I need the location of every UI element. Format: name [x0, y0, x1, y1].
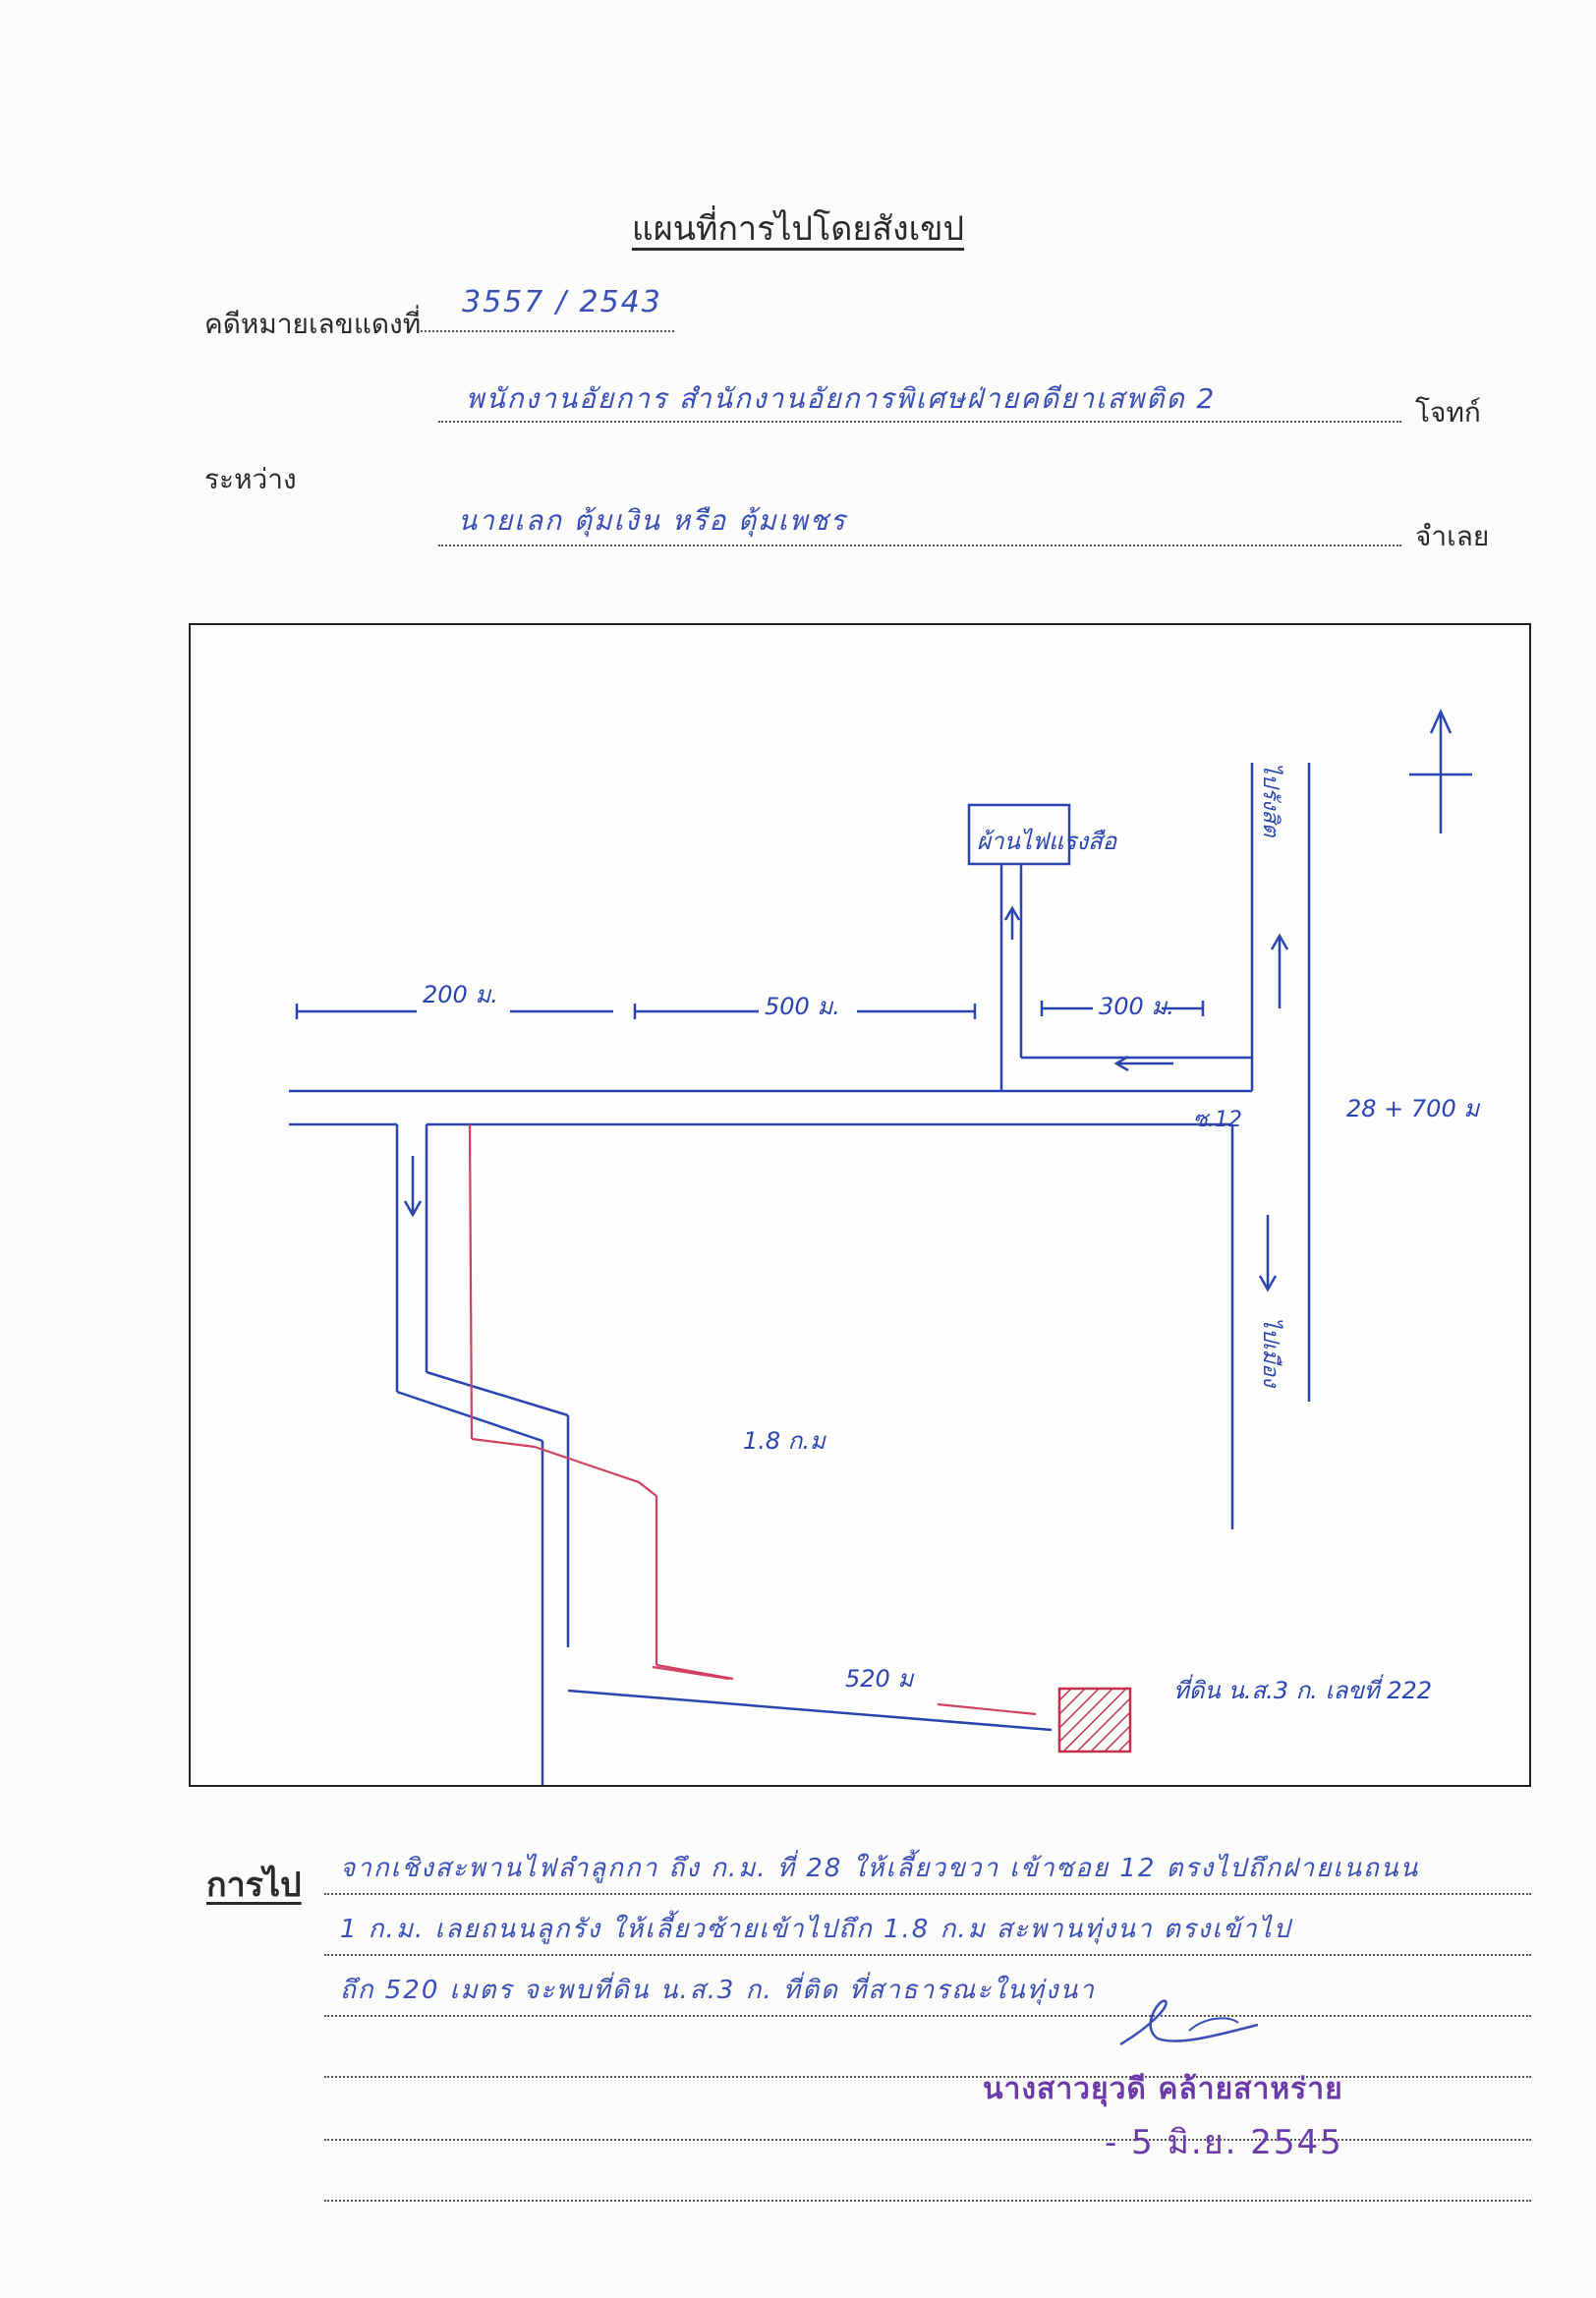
signature-mark — [1119, 1999, 1259, 2046]
dist-300-label: 300 ม. — [1099, 993, 1174, 1020]
directions-label: การไป — [206, 1866, 302, 1905]
target-parcel-hatch — [1058, 1688, 1131, 1752]
map-drawing: ผ้านไฟแรงสือ 200 ม. 500 ม. 300 ม. ซ.12 2… — [289, 708, 1480, 1785]
directions-line-1 — [324, 1866, 1531, 1895]
target-road — [567, 1689, 1053, 1732]
road-south-label: ไปเมือง — [1258, 1317, 1283, 1389]
directions-line-6 — [324, 2172, 1531, 2202]
dist-500-label: 500 ม. — [765, 993, 840, 1020]
plaintiff-label: โจทก์ — [1415, 396, 1481, 429]
directions-text-3: ถึก 520 เมตร จะพบที่ดิน น.ส.3 ก. ที่ติด … — [340, 1976, 1096, 2005]
case-number-line — [421, 295, 674, 332]
page-title: แผนที่การไปโดยสังเขป — [631, 209, 965, 249]
directions-text-2: 1 ก.ม. เลยถนนลูกรัง ให้เลี้ยวซ้ายเข้าไปถ… — [340, 1915, 1292, 1944]
signatory-name: นางสาวยุวดี คล้ายสาหร่าย — [983, 2072, 1343, 2106]
signature-date: - 5 มิ.ย. 2545 — [1105, 2123, 1343, 2162]
dist-1-8-label: 1.8 ก.ม — [743, 1427, 826, 1455]
directions-text-1: จากเชิงสะพานไฟลำลูกกา ถึง ก.ม. ที่ 28 ให… — [340, 1854, 1420, 1883]
directions-line-3 — [324, 1987, 1531, 2017]
dist-520-label: 520 ม — [845, 1665, 914, 1693]
landmark-box — [967, 803, 1071, 866]
map-frame: ผ้านไฟแรงสือ 200 ม. 500 ม. 300 ม. ซ.12 2… — [189, 623, 1531, 1787]
soi-label: ซ.12 — [1193, 1108, 1242, 1132]
km-marker-label: 28 + 700 ม — [1346, 1095, 1480, 1122]
target-parcel — [1057, 1687, 1132, 1753]
dist-200-label: 200 ม. — [423, 981, 498, 1008]
defendant-name: นายเลก ตุ้มเงิน หรือ ตุ้มเพชร — [458, 504, 847, 537]
plaintiff-name: พนักงานอัยการ สำนักงานอัยการพิเศษฝ่ายคดี… — [466, 382, 1217, 415]
case-number-label: คดีหมายเลขแดงที่ — [204, 308, 422, 340]
plaintiff-line — [438, 389, 1401, 423]
directions-line-2 — [324, 1926, 1531, 1956]
south-road-west-bend — [396, 1390, 543, 1443]
defendant-line — [438, 513, 1401, 546]
directions-line-4 — [324, 2048, 1531, 2078]
between-label: ระหว่าง — [204, 463, 297, 495]
target-label: ที่ดิน น.ส.3 ก. เลขที่ 222 — [1173, 1674, 1432, 1704]
directions-line-5 — [324, 2111, 1531, 2141]
road-north-label: ไปรังสิต — [1258, 763, 1283, 838]
defendant-label: จำเลย — [1415, 520, 1490, 552]
case-number-value: 3557 / 2543 — [462, 285, 662, 319]
route-path — [468, 1123, 734, 1681]
south-road-east-bend — [426, 1370, 569, 1417]
landmark-label: ผ้านไฟแรงสือ — [977, 828, 1118, 855]
